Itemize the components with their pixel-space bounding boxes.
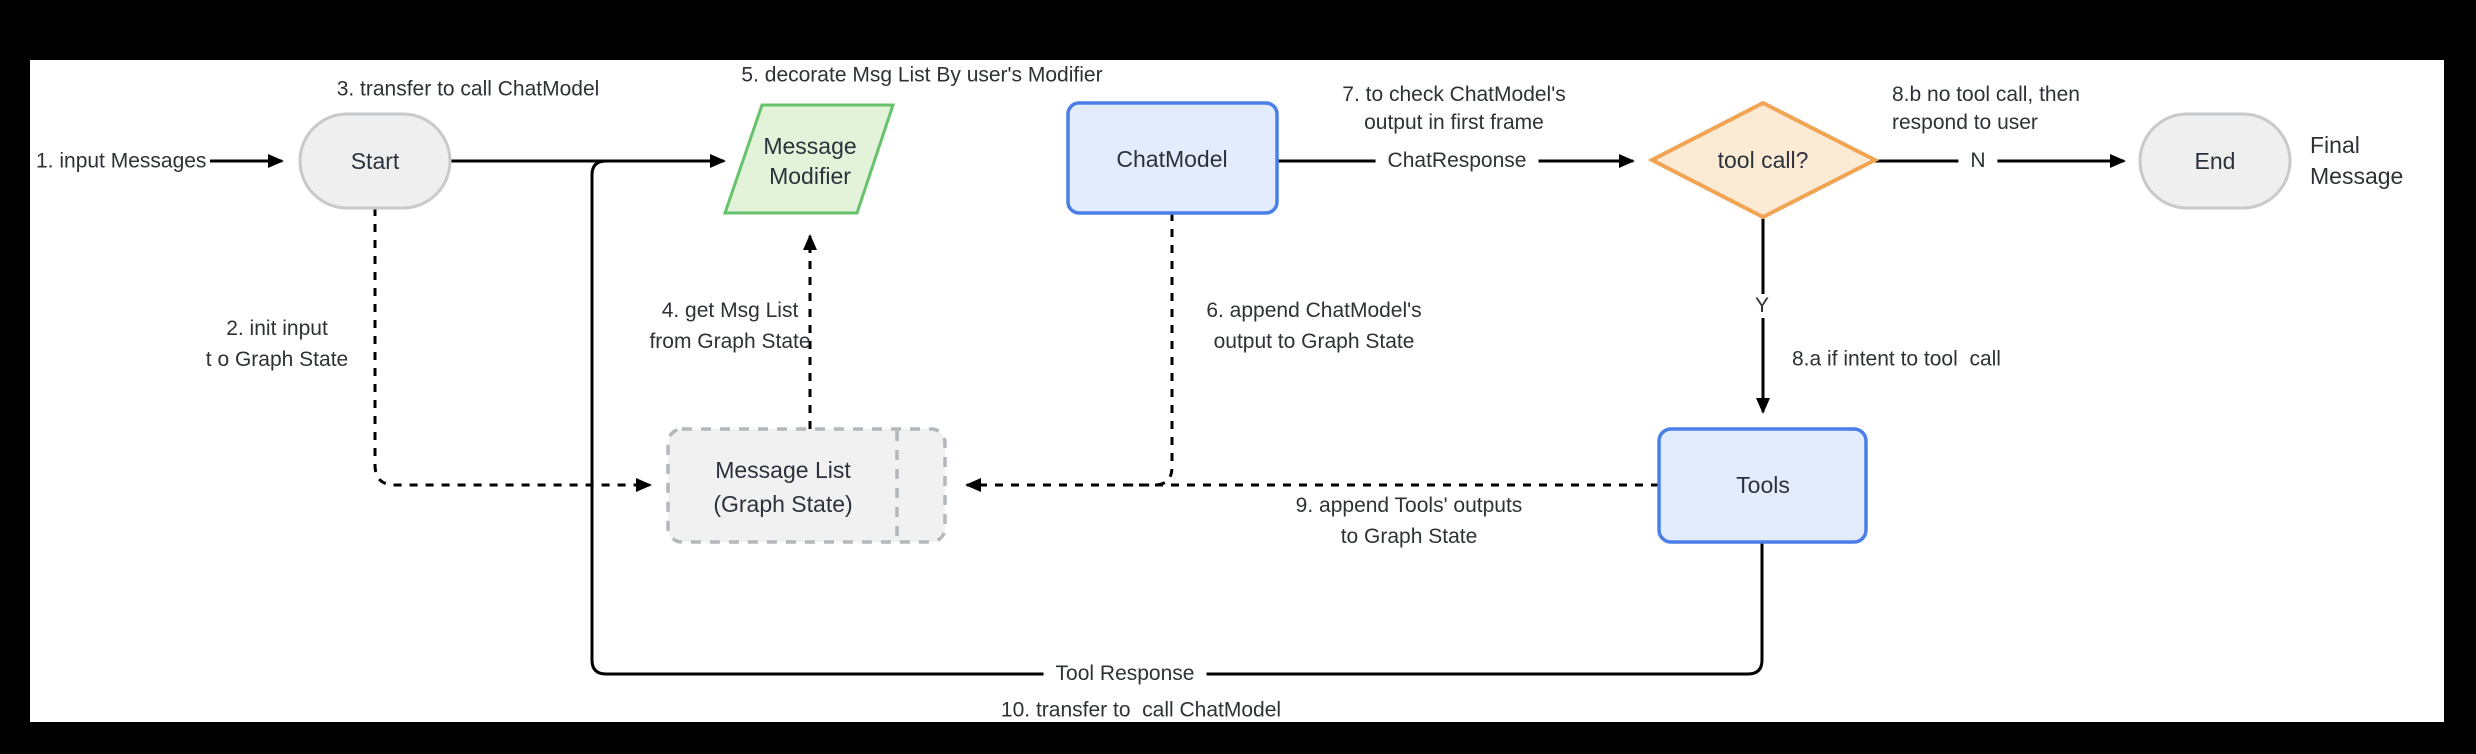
annotation-step8a: 8.a if intent to tool call [1792,347,2001,371]
annotation-step1: 1. input Messages [36,149,207,173]
chatmodel-node-shape [1066,101,1279,215]
edge-tool-response-loop [590,159,1764,676]
chatmodel-node-label: ChatModel [1116,146,1228,172]
diagram-shapes-layer [210,100,2292,676]
chat-response-edge-label: ChatResponse [1375,149,1539,173]
diagram-canvas: Start Message Modifier ChatModel tool ca… [30,60,2444,722]
annotation-step4: 4. get Msg List from Graph State [649,299,811,353]
annotation-step7: 7. to check ChatModel's output in first … [1342,83,1566,134]
edge-start-init-to-message-list [373,208,652,492]
message-modifier-node-shape [722,103,896,215]
tool-call-decision-shape [1647,100,1880,220]
no-branch-label: N [1958,149,1998,173]
start-node-shape [298,112,452,210]
tool-call-decision-label: tool call? [1717,147,1809,173]
annotation-step6: 6. append ChatModel's output to Graph St… [1206,299,1422,353]
annotation-step10: 10. transfer to call ChatModel [1000,698,1282,722]
annotation-step9: 9. append Tools' outputs to Graph State [1295,494,1523,548]
annotation-step2: 2. init input t o Graph State [205,317,349,371]
tool-response-edge-label: Tool Response [1043,662,1207,686]
annotation-step5: 5. decorate Msg List By user's Modifier [741,63,1103,87]
tools-node-shape [1657,427,1868,544]
message-modifier-node-label: Message Modifier [763,133,857,189]
end-node-shape [2138,112,2292,210]
annotation-step3: 3. transfer to call ChatModel [336,77,600,101]
annotation-step8b: 8.b no tool call, then respond to user [1892,83,2080,134]
start-node-label: Start [350,148,400,174]
message-list-node-shape [666,427,947,544]
tools-node-label: Tools [1736,472,1790,498]
final-message-label: Final Message [2310,132,2404,189]
message-list-node-label: Message List (Graph State) [713,457,853,517]
edge-chatmodel-append-to-message-list [1128,213,1174,487]
yes-branch-label: Y [1742,294,1782,318]
end-node-label: End [2194,148,2236,174]
